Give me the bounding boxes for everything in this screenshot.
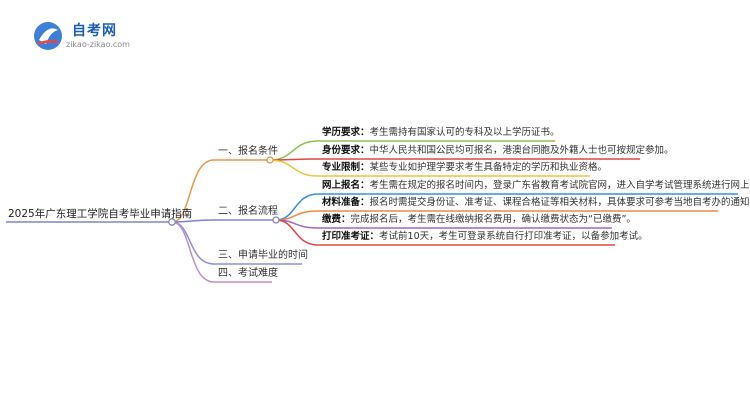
branch-label: 三、申请毕业的时间 [218,250,308,261]
leaf-major-restriction[interactable]: 专业限制：某些专业如护理学要求考生具备特定的学历和执业资格。 [322,162,608,173]
branch-label: 二、报名流程 [218,206,278,217]
branch-registration-process[interactable]: 二、报名流程 [218,205,278,219]
leaf-text: 中华人民共和国公民均可报名，港澳台同胞及外籍人士也可按规定参加。 [369,145,674,156]
leaf-title: 学历要求 [322,127,361,138]
branch-label: 一、报名条件 [218,146,278,157]
leaf-material-preparation[interactable]: 材料准备：报名时需提交身份证、准考证、课程合格证等相关材料，具体要求可参考当地自… [322,196,750,210]
branch-registration-conditions[interactable]: 一、报名条件 [218,145,278,159]
leaf-text: 某些专业如护理学要求考生具备特定的学历和执业资格。 [369,162,608,173]
logo-icon [34,22,62,50]
leaf-title: 身份要求 [322,145,361,156]
leaf-text: 报名时需提交身份证、准考证、课程合格证等相关材料，具体要求可参考当地自考办的通知… [369,197,750,208]
mindmap-root[interactable]: 2025年广东理工学院自考毕业申请指南 [8,207,192,221]
connector-root-branch-2 [171,219,276,223]
leaf-title: 材料准备 [322,197,361,208]
root-junction [168,218,176,226]
connector-root-branch-1 [171,159,270,223]
connector-branch-1-leaf-2 [269,158,640,161]
site-title: 自考网 [72,23,117,39]
leaf-text: 考生需持有国家认可的专科及以上学历证书。 [369,127,560,138]
leaf-online-registration[interactable]: 网上报名：考生需在规定的报名时间内，登录广东省教育考试院官网，进入自学考试管理系… [322,179,750,193]
leaf-payment[interactable]: 缴费：完成报名后，考生需在线缴纳报名费用，确认缴费状态为“已缴费”。 [322,214,636,225]
connector-branch-2-leaf-4 [275,219,615,246]
leaf-print-admission-ticket[interactable]: 打印准考证：考试前10天，考生可登录系统自行打印准考证，以备参加考试。 [322,231,648,242]
leaf-text: 考生需在规定的报名时间内，登录广东省教育考试院官网，进入自学考试管理系统进行网上… [369,180,750,191]
leaf-title: 专业限制 [322,162,361,173]
connector-branch-1-leaf-3 [269,159,590,177]
branch-2-junction [272,216,280,224]
leaf-title: 打印准考证 [322,231,370,242]
branch-graduation-time[interactable]: 三、申请毕业的时间 [218,249,308,263]
leaf-education-requirement[interactable]: 学历要求：考生需持有国家认可的专科及以上学历证书。 [322,127,560,138]
leaf-title: 网上报名 [322,180,361,191]
leaf-identity-requirement[interactable]: 身份要求：中华人民共和国公民均可报名，港澳台同胞及外籍人士也可按规定参加。 [322,145,674,156]
site-logo[interactable]: 自考网 zikao-zikao.com [32,18,142,54]
leaf-text: 完成报名后，考生需在线缴纳报名费用，确认缴费状态为“已缴费”。 [350,214,636,225]
connector-root-branch-4 [171,221,272,283]
root-label: 2025年广东理工学院自考毕业申请指南 [8,208,193,220]
leaf-title: 缴费 [322,214,342,225]
site-url: zikao-zikao.com [66,40,130,49]
branch-label: 四、考试难度 [218,268,278,279]
leaf-text: 考试前10天，考生可登录系统自行打印准考证，以备参加考试。 [379,231,648,242]
branch-1-junction [266,156,274,164]
branch-exam-difficulty[interactable]: 四、考试难度 [218,267,278,281]
